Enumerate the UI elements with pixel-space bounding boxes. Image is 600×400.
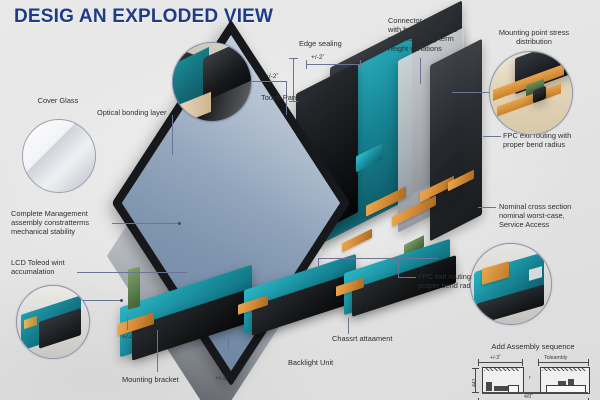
- label-optical-bonding-layer: Optical bonding layer: [97, 108, 167, 117]
- leader-mounting-bracket: [157, 330, 158, 372]
- page-title: DESIG AN EXPLODED VIEW: [14, 6, 274, 27]
- drawing-left-top-hatch: [484, 368, 520, 371]
- label-cover-glass: Cover Glass: [37, 96, 79, 105]
- drawing-left-inner-block-a: [486, 382, 492, 391]
- dim-label-bracket: +/-4˚: [122, 334, 136, 341]
- dim-touch-panel-tick-bottom: [289, 101, 298, 102]
- leader-touch-panel: [250, 81, 286, 82]
- dim-bracket-4deg: [127, 316, 128, 330]
- leader-dot-complete-management: [178, 222, 181, 225]
- leader-chassis-drop: [318, 258, 319, 268]
- drawing-left-inner-block-b: [494, 386, 508, 391]
- leader-touch-panel-drop: [286, 81, 287, 115]
- fpc-routing-inset[interactable]: [470, 243, 552, 325]
- assembly-sequence-drawing: Add Assembly sequence +/-3˚ Toleambly 44…: [472, 342, 594, 400]
- label-nominal-cross-section: Nominal cross section nominal worst-case…: [499, 202, 572, 230]
- dim-edge-sealing-top: [306, 64, 360, 65]
- drawing-dim-tick-l-b: [472, 392, 479, 393]
- drawing-dim-tick-b-a: [478, 398, 479, 400]
- drawing-dim-top-left: +/-3˚: [490, 355, 501, 361]
- label-chassis-attachment: Chassrt attaament: [332, 334, 393, 343]
- leader-fpc-bottom-top: [398, 258, 438, 259]
- inset-image: [17, 286, 89, 358]
- fpc-tail-4: [342, 228, 372, 253]
- drawing-dim-top-right: Toleambly: [544, 355, 568, 361]
- label-fpc-exit-routing-top: FPC exit routing with proper bend radius: [503, 131, 572, 150]
- drawing-dim-tick-l-a: [472, 368, 479, 369]
- dim-label-touch-panel: +/-2˚: [265, 73, 279, 80]
- label-lcd-toleod: LCD Toleod wint accumalation: [11, 258, 65, 277]
- label-complete-management: Complete Management assembly constratter…: [11, 209, 90, 237]
- drawing-dim-line-top-left: [478, 362, 522, 363]
- drawing-dim-line-top-right: [538, 362, 588, 363]
- inset-image: [471, 244, 551, 324]
- drawing-base-line: [482, 392, 588, 394]
- drawing-right-inner-block-b: [568, 379, 574, 386]
- label-mounting-point-stress: Mounting point stress distribution: [498, 28, 570, 47]
- leader-fpc-bottom: [398, 277, 416, 278]
- label-connector-regions: Connector regions with height variations…: [388, 16, 458, 53]
- drawing-dim-left-vertical: 441: [472, 378, 478, 387]
- leader-chassis-attachment: [348, 318, 349, 334]
- drawing-right-top-hatch: [542, 368, 586, 371]
- dim-edge-sealing-left: [306, 60, 307, 69]
- lcd-module-inset[interactable]: [16, 285, 90, 359]
- leader-complete-management: [112, 223, 180, 224]
- leader-dot-lcd-inset: [120, 299, 123, 302]
- leader-lcd-inset: [74, 300, 122, 301]
- leader-lcd-toleod: [77, 272, 187, 273]
- touch-panel-edge-inset[interactable]: [172, 42, 252, 122]
- label-mounting-bracket: Mounting bracket: [122, 375, 179, 384]
- dim-touch-panel-bracket: [293, 58, 294, 102]
- label-edge-sealing: Edge sealing: [299, 39, 342, 48]
- dim-edge-sealing-right: [360, 60, 361, 69]
- dim-bracket-3deg: [228, 338, 229, 350]
- dim-touch-panel-tick-top: [289, 58, 298, 59]
- chassis-plate: [430, 38, 482, 242]
- drawing-dim-tick-tl-b: [522, 359, 523, 366]
- drawing-right-inner-block-a: [558, 381, 566, 385]
- drawing-dim-tick-tl-a: [478, 359, 479, 366]
- drawing-title: Add Assembly sequence: [491, 342, 575, 351]
- leader-connector-regions: [420, 58, 421, 84]
- leader-mounting-stress: [452, 92, 490, 93]
- leader-chassis-top: [318, 258, 400, 259]
- leader-fpc-top: [483, 136, 501, 137]
- leader-nominal-cross-section: [478, 207, 496, 208]
- mounting-point-stress-inset[interactable]: [489, 51, 573, 135]
- inset-image: [490, 52, 572, 134]
- drawing-dim-tick-b-b: [588, 398, 589, 400]
- drawing-dim-tick-tr-a: [538, 359, 539, 366]
- dim-label-edge-sealing: +/-2˚: [311, 54, 325, 61]
- drawing-dim-line-left: [475, 368, 476, 392]
- drawing-dim-bottom: 4/0˚: [524, 394, 533, 400]
- dim-label-backlight: +/-3˚: [215, 375, 229, 382]
- cover-glass-disc: [22, 119, 96, 193]
- inset-image: [173, 43, 251, 121]
- leader-fpc-bottom-riser: [398, 258, 399, 278]
- label-backlight-unit: Backlight Unit: [288, 358, 334, 367]
- drawing-center-symbol: r: [529, 375, 531, 381]
- label-touch-panel: Touch Panel: [261, 93, 302, 102]
- drawing-dim-tick-tr-b: [588, 359, 589, 366]
- leader-optical-bonding: [172, 115, 173, 155]
